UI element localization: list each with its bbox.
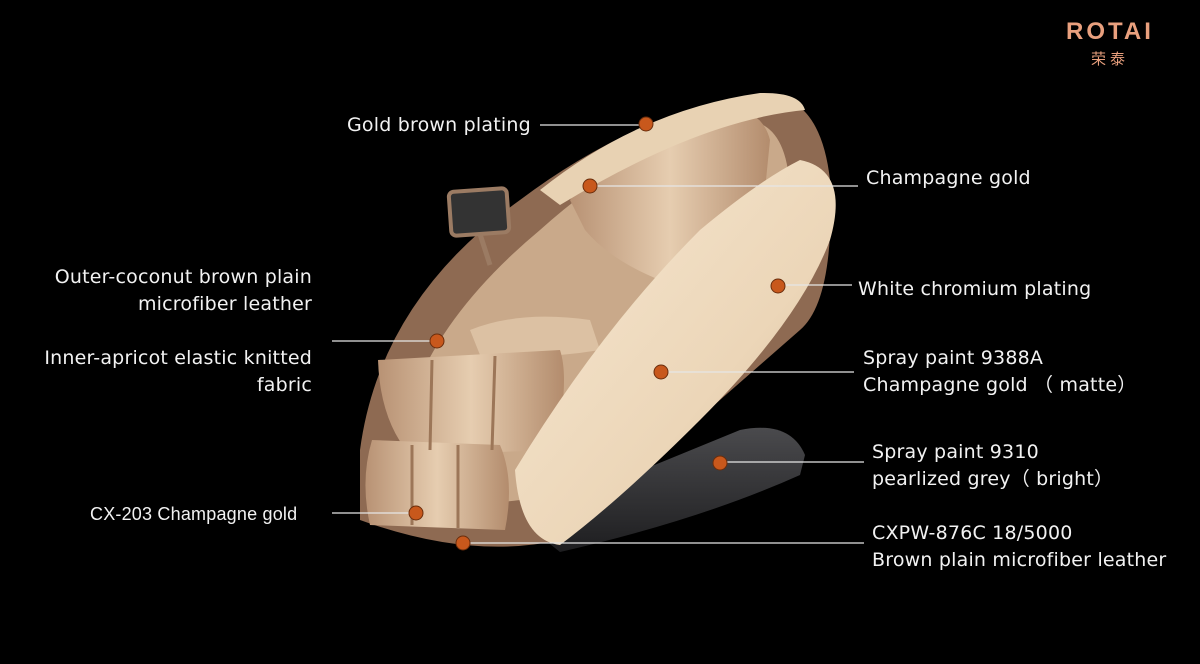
label-cxpw-line1: CXPW-876C 18/5000	[872, 522, 1073, 544]
chair-side-panel	[515, 160, 836, 545]
label-spray-9310: Spray paint 9310 pearlized grey（ bright）	[872, 439, 1113, 493]
rotai-logo: ROTAI 荣泰	[1066, 18, 1154, 69]
chair-top-rim	[540, 92, 805, 205]
chair-seat-pad	[470, 316, 600, 357]
label-spray-9388a-line2: Champagne gold （ matte）	[863, 374, 1137, 396]
label-outer-leather-line1: Outer-coconut brown plain	[54, 266, 312, 288]
label-spray-9310-line2: pearlized grey（ bright）	[872, 468, 1114, 490]
chair-leg-rest-lower	[365, 440, 509, 530]
label-cx203: CX-203 Champagne gold	[90, 504, 298, 524]
label-cxpw: CXPW-876C 18/5000 Brown plain microfiber…	[872, 520, 1166, 574]
marker-spray-9310	[712, 455, 728, 471]
tablet-screen	[446, 186, 512, 238]
label-white-chromium: White chromium plating	[858, 278, 1092, 300]
label-inner-fabric-line2: fabric	[256, 374, 312, 396]
label-inner-fabric-line1: Inner-apricot elastic knitted	[44, 347, 312, 369]
label-gold-brown-plating: Gold brown plating	[347, 114, 531, 136]
label-spray-9388a-line1: Spray paint 9388A	[863, 347, 1044, 369]
chair-base	[520, 427, 805, 552]
chair-leg-rest-upper	[378, 350, 564, 455]
label-champagne-gold: Champagne gold	[866, 167, 1031, 189]
material-markers	[408, 116, 786, 551]
logo-wordmark: ROTAI	[1066, 18, 1154, 45]
marker-spray-9388a	[653, 364, 669, 380]
label-outer-leather: Outer-coconut brown plain microfiber lea…	[40, 264, 312, 318]
label-spray-9388a: Spray paint 9388A Champagne gold （ matte…	[863, 345, 1136, 399]
label-cxpw-line2: Brown plain microfiber leather	[872, 549, 1167, 571]
label-outer-leather-line2: microfiber leather	[137, 293, 312, 315]
leader-lines	[332, 124, 864, 544]
marker-champagne-gold	[582, 178, 598, 194]
marker-white-chromium	[770, 278, 786, 294]
marker-cxpw	[455, 535, 471, 551]
marker-gold-brown-plating	[638, 116, 654, 132]
label-spray-9310-line1: Spray paint 9310	[872, 441, 1039, 463]
marker-cx203	[408, 505, 424, 521]
label-inner-fabric: Inner-apricot elastic knitted fabric	[40, 345, 312, 399]
logo-chinese: 荣泰	[1090, 50, 1129, 68]
marker-inner-fabric	[429, 333, 445, 349]
